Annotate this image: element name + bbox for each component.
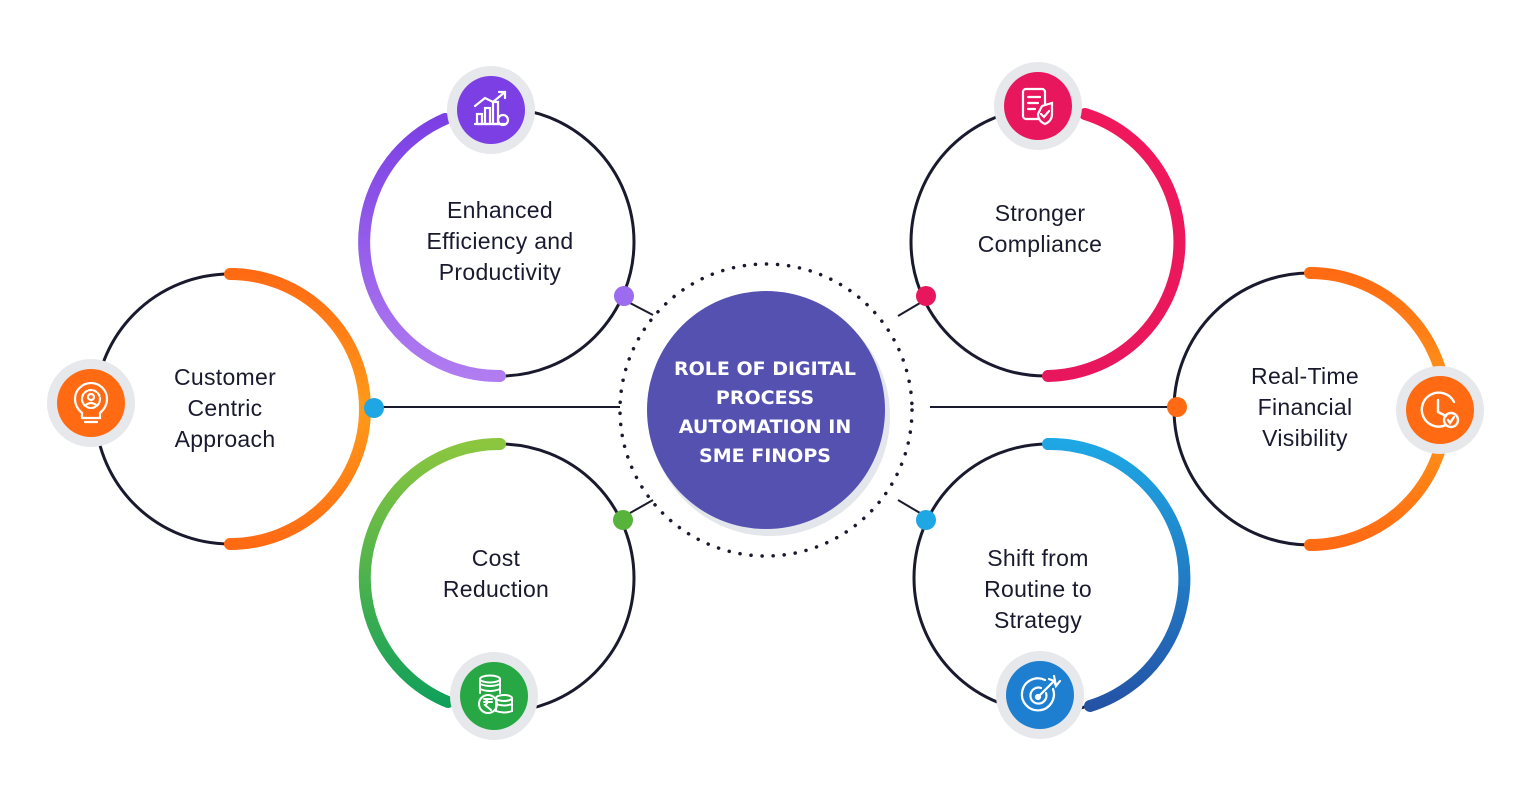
target-arrow-icon: [996, 651, 1084, 739]
connector-compliance: [897, 302, 921, 317]
label-line: Compliance: [977, 231, 1103, 257]
node-dot: [916, 510, 936, 530]
ring-accent: [358, 437, 506, 708]
node-dot: [916, 286, 936, 306]
node-efficiency: [358, 106, 636, 383]
label-cost: Cost Reduction: [396, 543, 596, 605]
connector-efficiency: [629, 302, 654, 316]
label-line: Centric: [187, 395, 263, 421]
label-customer: Customer Centric Approach: [125, 362, 325, 455]
ring-accent: [1042, 437, 1191, 712]
label-line: Enhanced: [447, 197, 553, 223]
rupee-coins-icon: [450, 652, 538, 740]
center-title-line: SME FINOPS: [699, 445, 831, 467]
node-dot: [614, 286, 634, 306]
document-shield-icon: [994, 62, 1082, 150]
label-line: Visibility: [1262, 425, 1348, 451]
label-line: Routine to: [984, 576, 1092, 602]
label-efficiency: Enhanced Efficiency and Productivity: [400, 195, 600, 288]
label-line: Reduction: [442, 576, 550, 602]
node-dot: [1167, 397, 1187, 417]
label-line: Strategy: [993, 607, 1083, 633]
ring-accent: [1042, 108, 1186, 382]
label-compliance: Stronger Compliance: [940, 198, 1140, 260]
clock-check-icon: [1396, 366, 1484, 454]
center-title-line: ROLE OF DIGITAL: [673, 358, 857, 380]
center-title-line: AUTOMATION IN: [678, 416, 852, 438]
label-realtime: Real-Time Financial Visibility: [1205, 361, 1405, 454]
label-line: Customer: [173, 364, 277, 390]
label-line: Shift from: [987, 545, 1089, 571]
connector-cost: [629, 499, 654, 514]
label-line: Financial: [1257, 394, 1353, 420]
growth-chart-gear-icon: [447, 66, 535, 154]
node-dot: [364, 398, 384, 418]
connector-strategy: [897, 499, 921, 514]
center-node: [618, 262, 914, 558]
ring-accent: [358, 113, 506, 383]
connectors: [382, 302, 1172, 514]
label-strategy: Shift from Routine to Strategy: [938, 543, 1138, 636]
label-line: Stronger: [994, 200, 1086, 226]
center-circle: [647, 291, 885, 529]
lightbulb-gear-person-icon: [47, 359, 135, 447]
label-line: Real-Time: [1251, 363, 1359, 389]
label-line: Productivity: [438, 259, 562, 285]
node-dot: [613, 510, 633, 530]
center-dotted-ring: [618, 262, 914, 558]
center-title-line: PROCESS: [715, 387, 815, 409]
label-line: Approach: [174, 426, 276, 452]
label-line: Cost: [471, 545, 521, 571]
center-title: ROLE OF DIGITAL PROCESS AUTOMATION IN SM…: [650, 355, 880, 471]
label-line: Efficiency and: [426, 228, 574, 254]
